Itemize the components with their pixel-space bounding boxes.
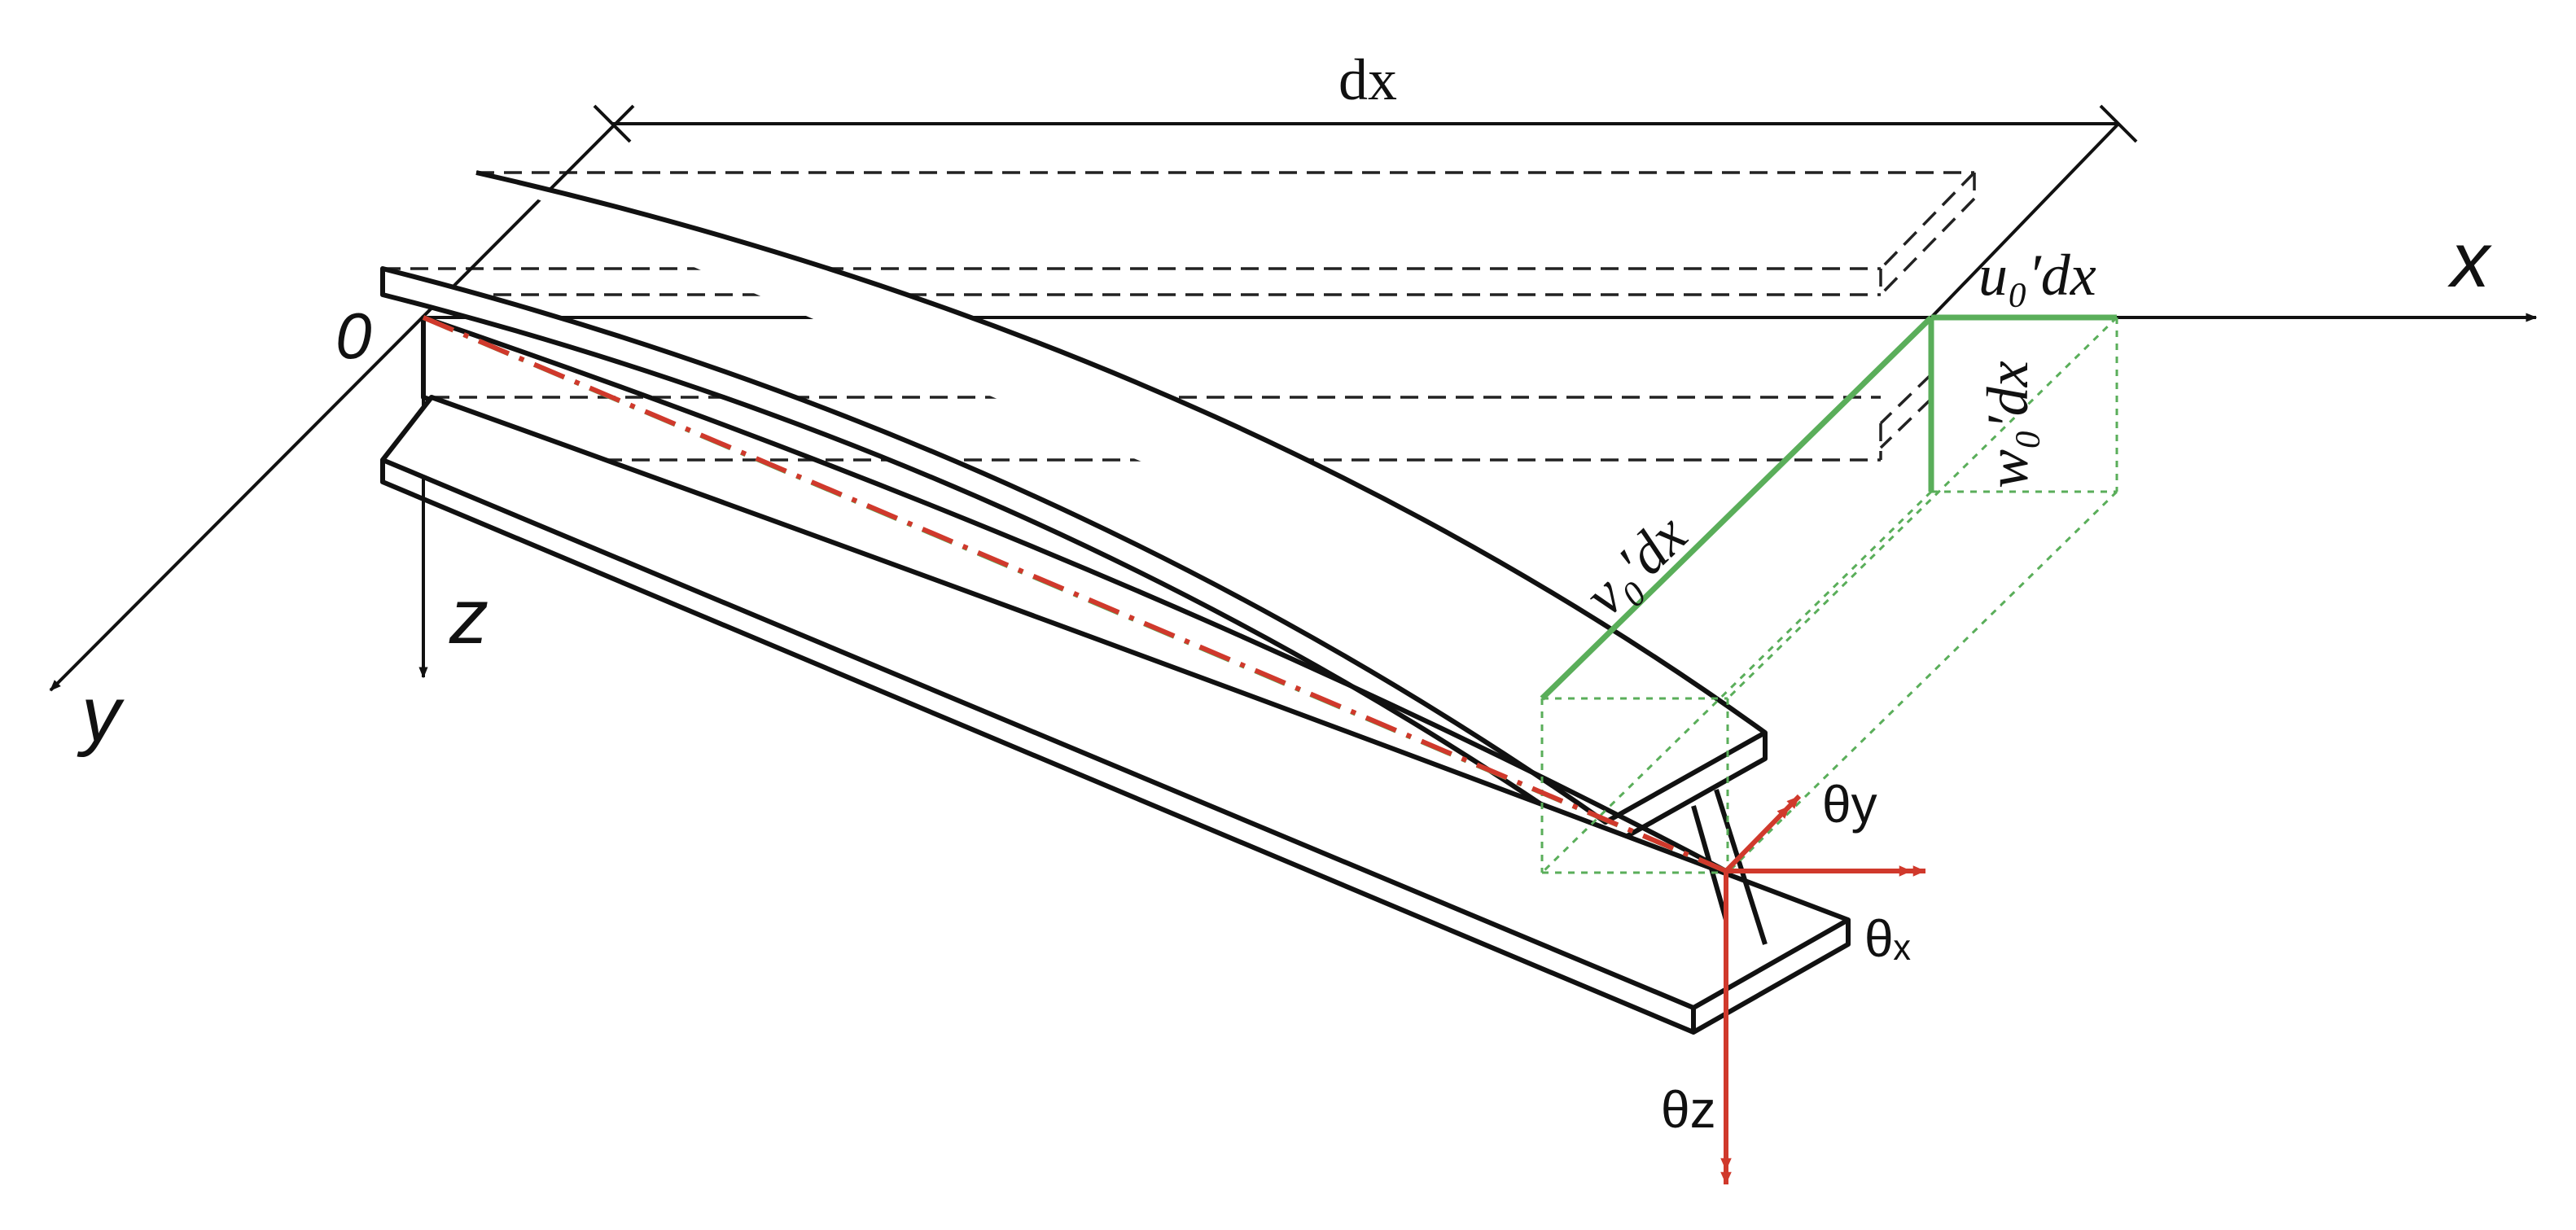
bottom-flange-thickness xyxy=(380,460,1851,1035)
v0-dx-label: v₀′dx xyxy=(1572,501,1700,628)
y-axis xyxy=(49,104,635,692)
rotation-axes xyxy=(1720,794,1925,1184)
y-axis-extension-right xyxy=(1930,122,2120,319)
z-axis-label: z xyxy=(449,573,488,660)
theta-y-label: θy xyxy=(1822,775,1877,834)
bottom-flange xyxy=(380,395,1851,1010)
top-flange xyxy=(380,170,1768,851)
red-centroid-curve xyxy=(422,315,1728,873)
v0-dx-segment xyxy=(1540,315,1934,701)
origin-label: 0 xyxy=(335,300,372,372)
dx-tick-left xyxy=(593,104,632,143)
y-axis-label: y xyxy=(77,671,125,758)
u0-dx-label: u₀′dx xyxy=(1978,243,2096,308)
theta-y-arrow xyxy=(1724,794,1802,873)
dx-label: dx xyxy=(1338,47,1397,112)
end-web-right xyxy=(1714,789,1768,945)
theta-x-label: θₓ xyxy=(1864,909,1911,968)
w0-dx-label: w₀′dx xyxy=(1975,361,2040,488)
theta-z-label: θz xyxy=(1661,1080,1716,1139)
x-axis-label: x xyxy=(2447,217,2492,304)
green-dotted-box xyxy=(1540,316,2118,874)
